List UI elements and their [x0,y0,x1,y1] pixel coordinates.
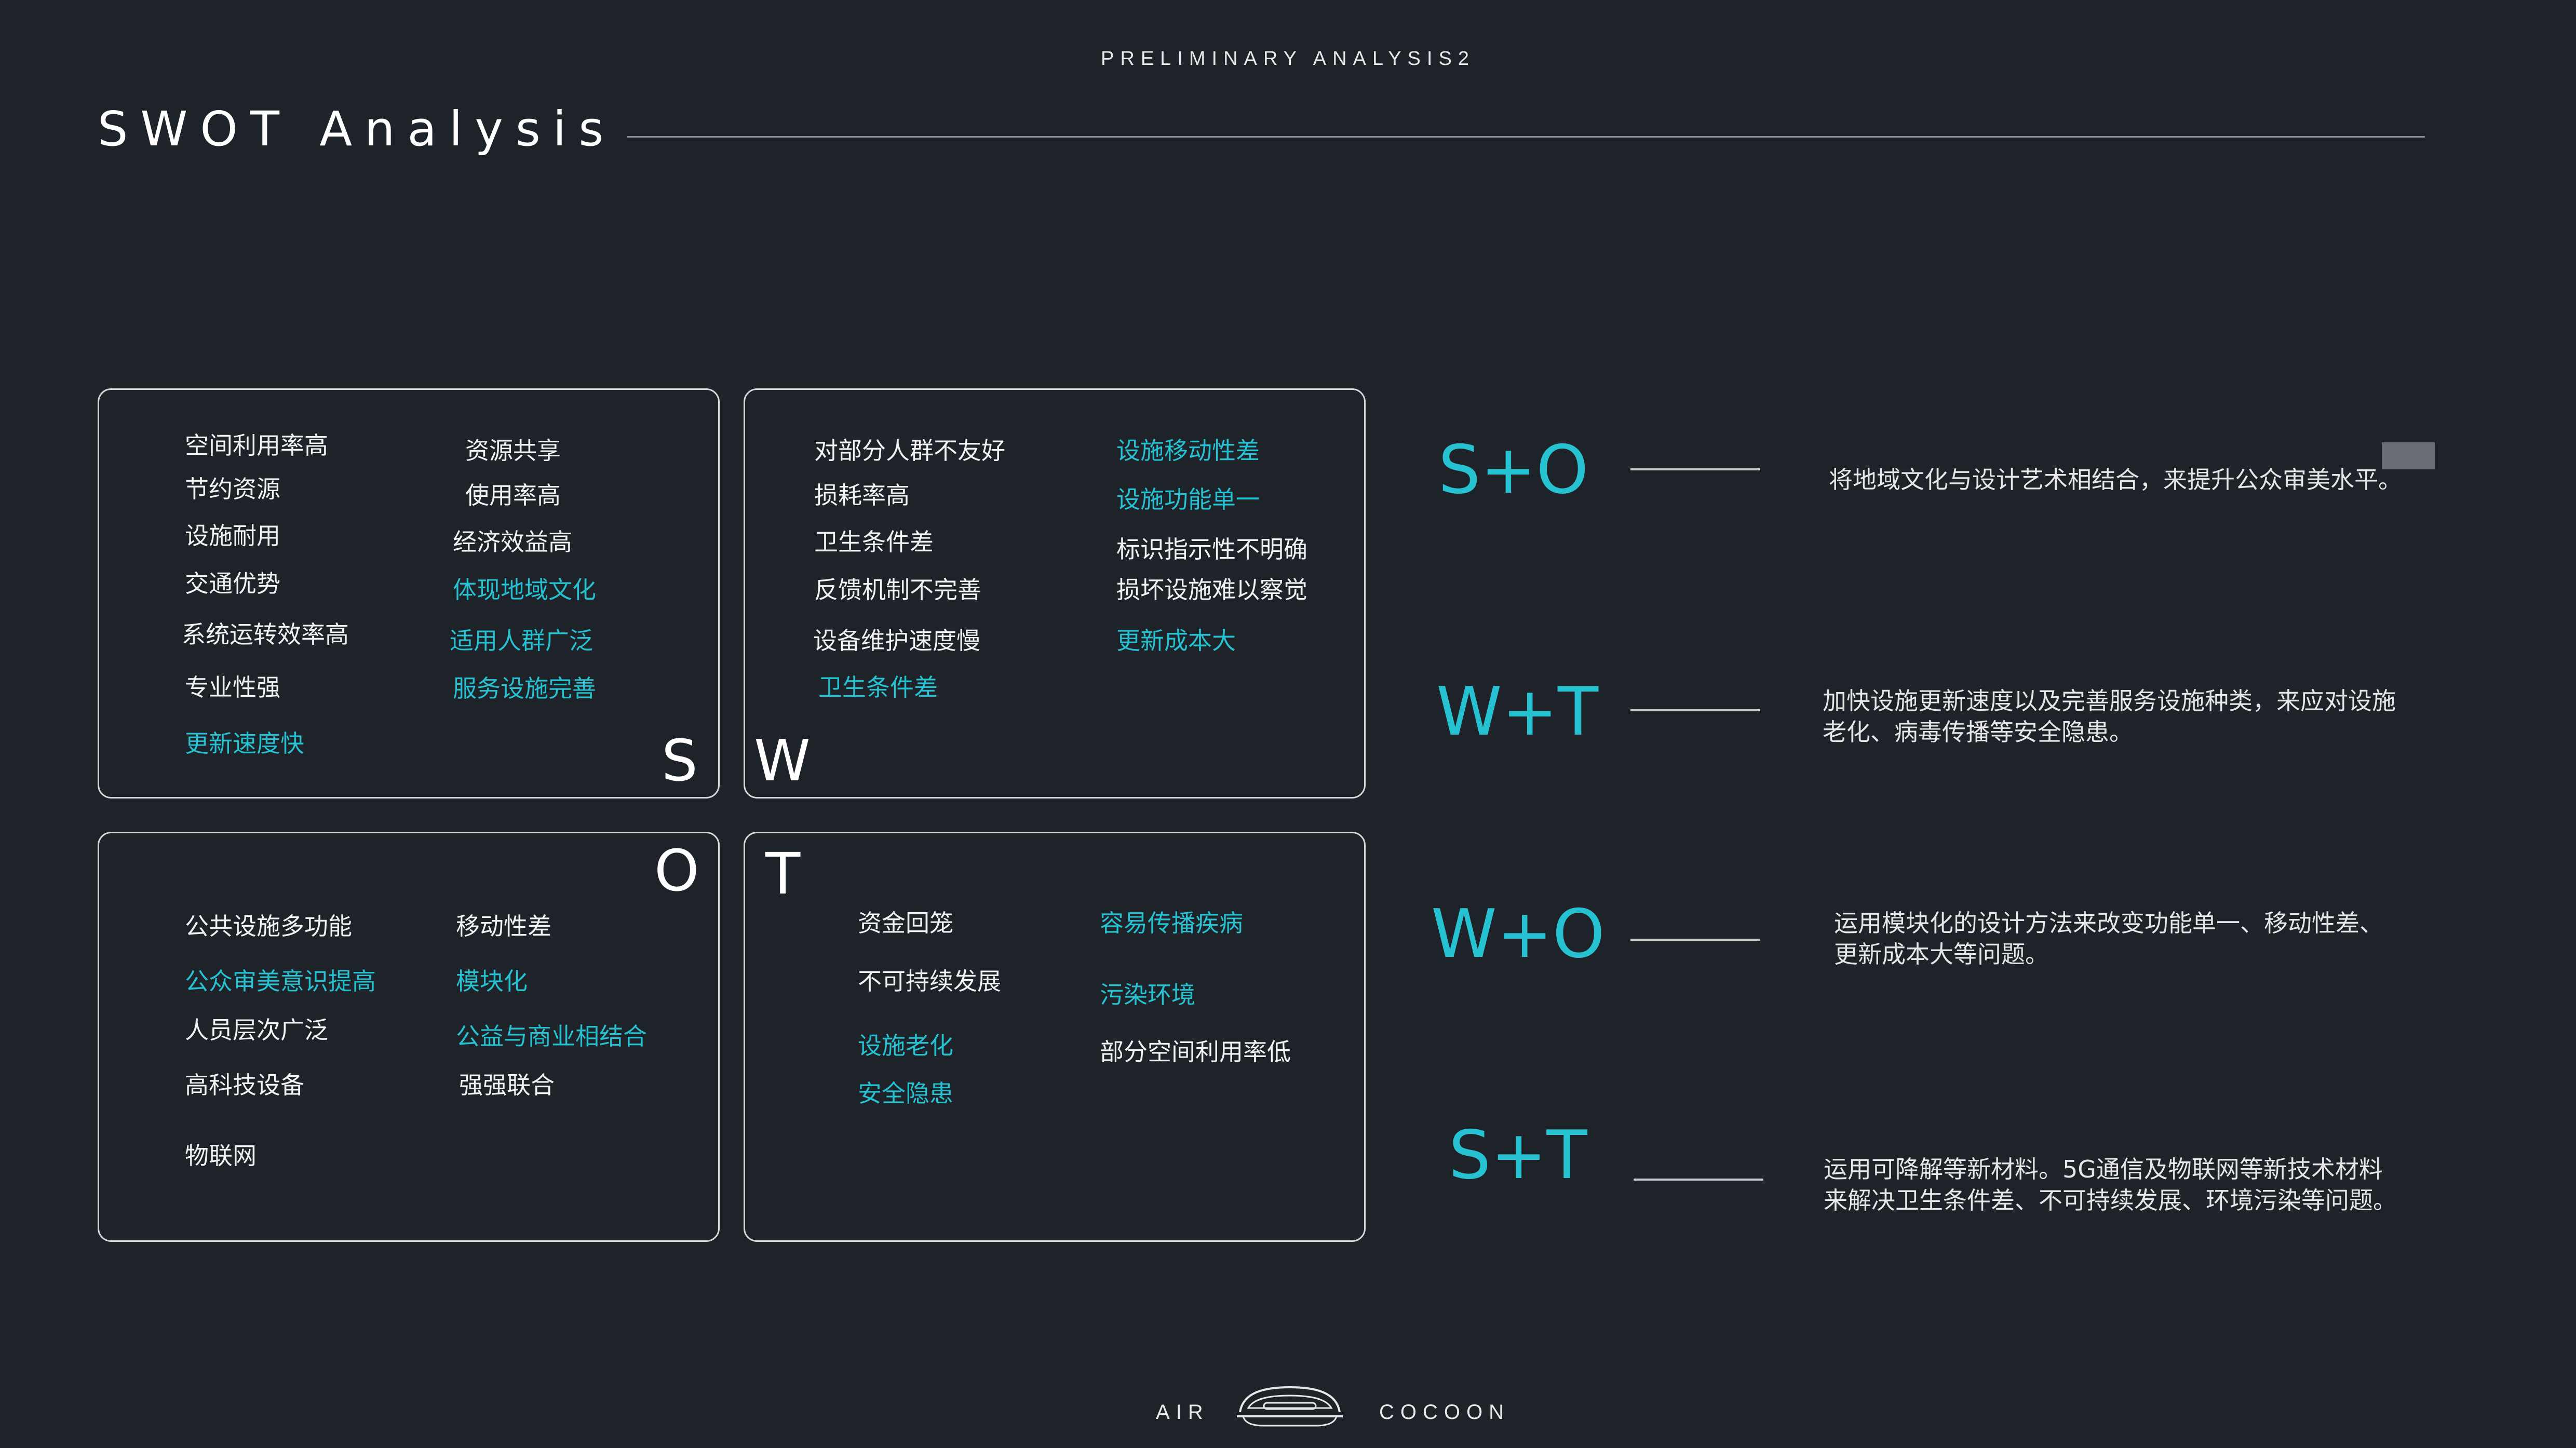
weakness-item: 标识指示性不明确 [1116,535,1307,563]
strength-item: 交通优势 [185,570,280,598]
footer-left-word: AIR [1156,1401,1209,1424]
footer-right-word: COCOON [1379,1401,1510,1424]
opportunity-item: 高科技设备 [185,1071,304,1099]
weakness-item: 反馈机制不完善 [814,576,981,604]
weakness-item: 设施移动性差 [1116,437,1260,465]
strength-item: 系统运转效率高 [182,620,349,648]
threat-item: 不可持续发展 [858,967,1001,995]
strength-item: 空间利用率高 [185,431,328,459]
strategy-wt-connector [1630,709,1760,711]
weaknesses-box [744,388,1366,799]
strength-item: 体现地域文化 [453,576,596,604]
strategy-wt-label: W+T [1436,673,1598,751]
strengths-letter: S [662,727,698,794]
strength-item: 经济效益高 [453,528,572,556]
strategy-so-label: S+O [1438,431,1589,509]
opportunity-item: 人员层次广泛 [185,1016,328,1044]
strategy-so-connector [1630,468,1760,470]
strength-item: 设施耐用 [185,522,280,550]
opportunity-item: 物联网 [185,1142,257,1170]
weakness-item: 损耗率高 [814,481,910,509]
strategy-wt-text-line1: 加快设施更新速度以及完善服务设施种类，来应对设施 [1823,687,2396,715]
opportunity-item: 移动性差 [456,912,551,940]
strength-item: 更新速度快 [185,729,304,757]
strategy-wo-text-line1: 运用模块化的设计方法来改变功能单一、移动性差、 [1834,909,2383,937]
strategy-st-label: S+T [1449,1117,1587,1194]
opportunities-box [98,832,720,1242]
strategy-st-text-line1: 运用可降解等新材料。5G通信及物联网等新技术材料 [1824,1155,2383,1183]
threat-item: 容易传播疾病 [1100,909,1243,937]
page-title: SWOT Analysis [98,101,616,157]
threats-letter: T [765,841,801,907]
strength-item: 资源共享 [465,437,561,465]
strategy-st-connector [1634,1179,1763,1181]
weakness-item: 设备维护速度慢 [813,627,980,655]
title-divider [627,136,2425,138]
threat-item: 部分空间利用率低 [1100,1038,1291,1066]
strength-item: 节约资源 [185,475,280,503]
strategy-wo-connector [1630,939,1760,941]
strategy-so-text: 将地域文化与设计艺术相结合，来提升公众审美水平。 [1829,466,2402,494]
threat-item: 设施老化 [858,1032,953,1060]
strength-item: 使用率高 [465,481,561,509]
opportunity-item: 模块化 [456,967,528,995]
header-label: PRELIMINARY ANALYSIS2 [1101,48,1475,70]
weakness-item: 卫生条件差 [818,673,938,701]
weakness-item: 设施功能单一 [1116,485,1260,513]
strength-item: 适用人群广泛 [450,627,593,655]
weaknesses-letter: W [754,727,811,794]
weakness-item: 对部分人群不友好 [814,437,1005,465]
threats-box [744,832,1366,1242]
strength-item: 服务设施完善 [453,674,596,702]
opportunity-item: 公共设施多功能 [185,912,352,940]
threat-item: 污染环境 [1100,981,1195,1009]
strength-item: 专业性强 [185,673,280,701]
weakness-item: 卫生条件差 [814,528,934,556]
strengths-box [98,388,720,799]
weakness-item: 更新成本大 [1116,627,1236,655]
strategy-wo-label: W+O [1431,896,1605,973]
weakness-item: 损坏设施难以察觉 [1116,576,1307,604]
strategy-wt-text-line2: 老化、病毒传播等安全隐患。 [1823,718,2133,746]
cocoon-logo-icon [1233,1382,1347,1430]
threat-item: 安全隐患 [858,1079,953,1107]
opportunity-item: 公众审美意识提高 [185,967,376,995]
strategy-wo-text-line2: 更新成本大等问题。 [1834,940,2049,968]
opportunity-item: 强强联合 [459,1071,555,1099]
opportunity-item: 公益与商业相结合 [456,1022,647,1050]
grey-marker [2382,442,2435,469]
threat-item: 资金回笼 [858,909,953,937]
opportunities-letter: O [654,837,699,904]
strategy-st-text-line2: 来解决卫生条件差、不可持续发展、环境污染等问题。 [1824,1186,2397,1214]
